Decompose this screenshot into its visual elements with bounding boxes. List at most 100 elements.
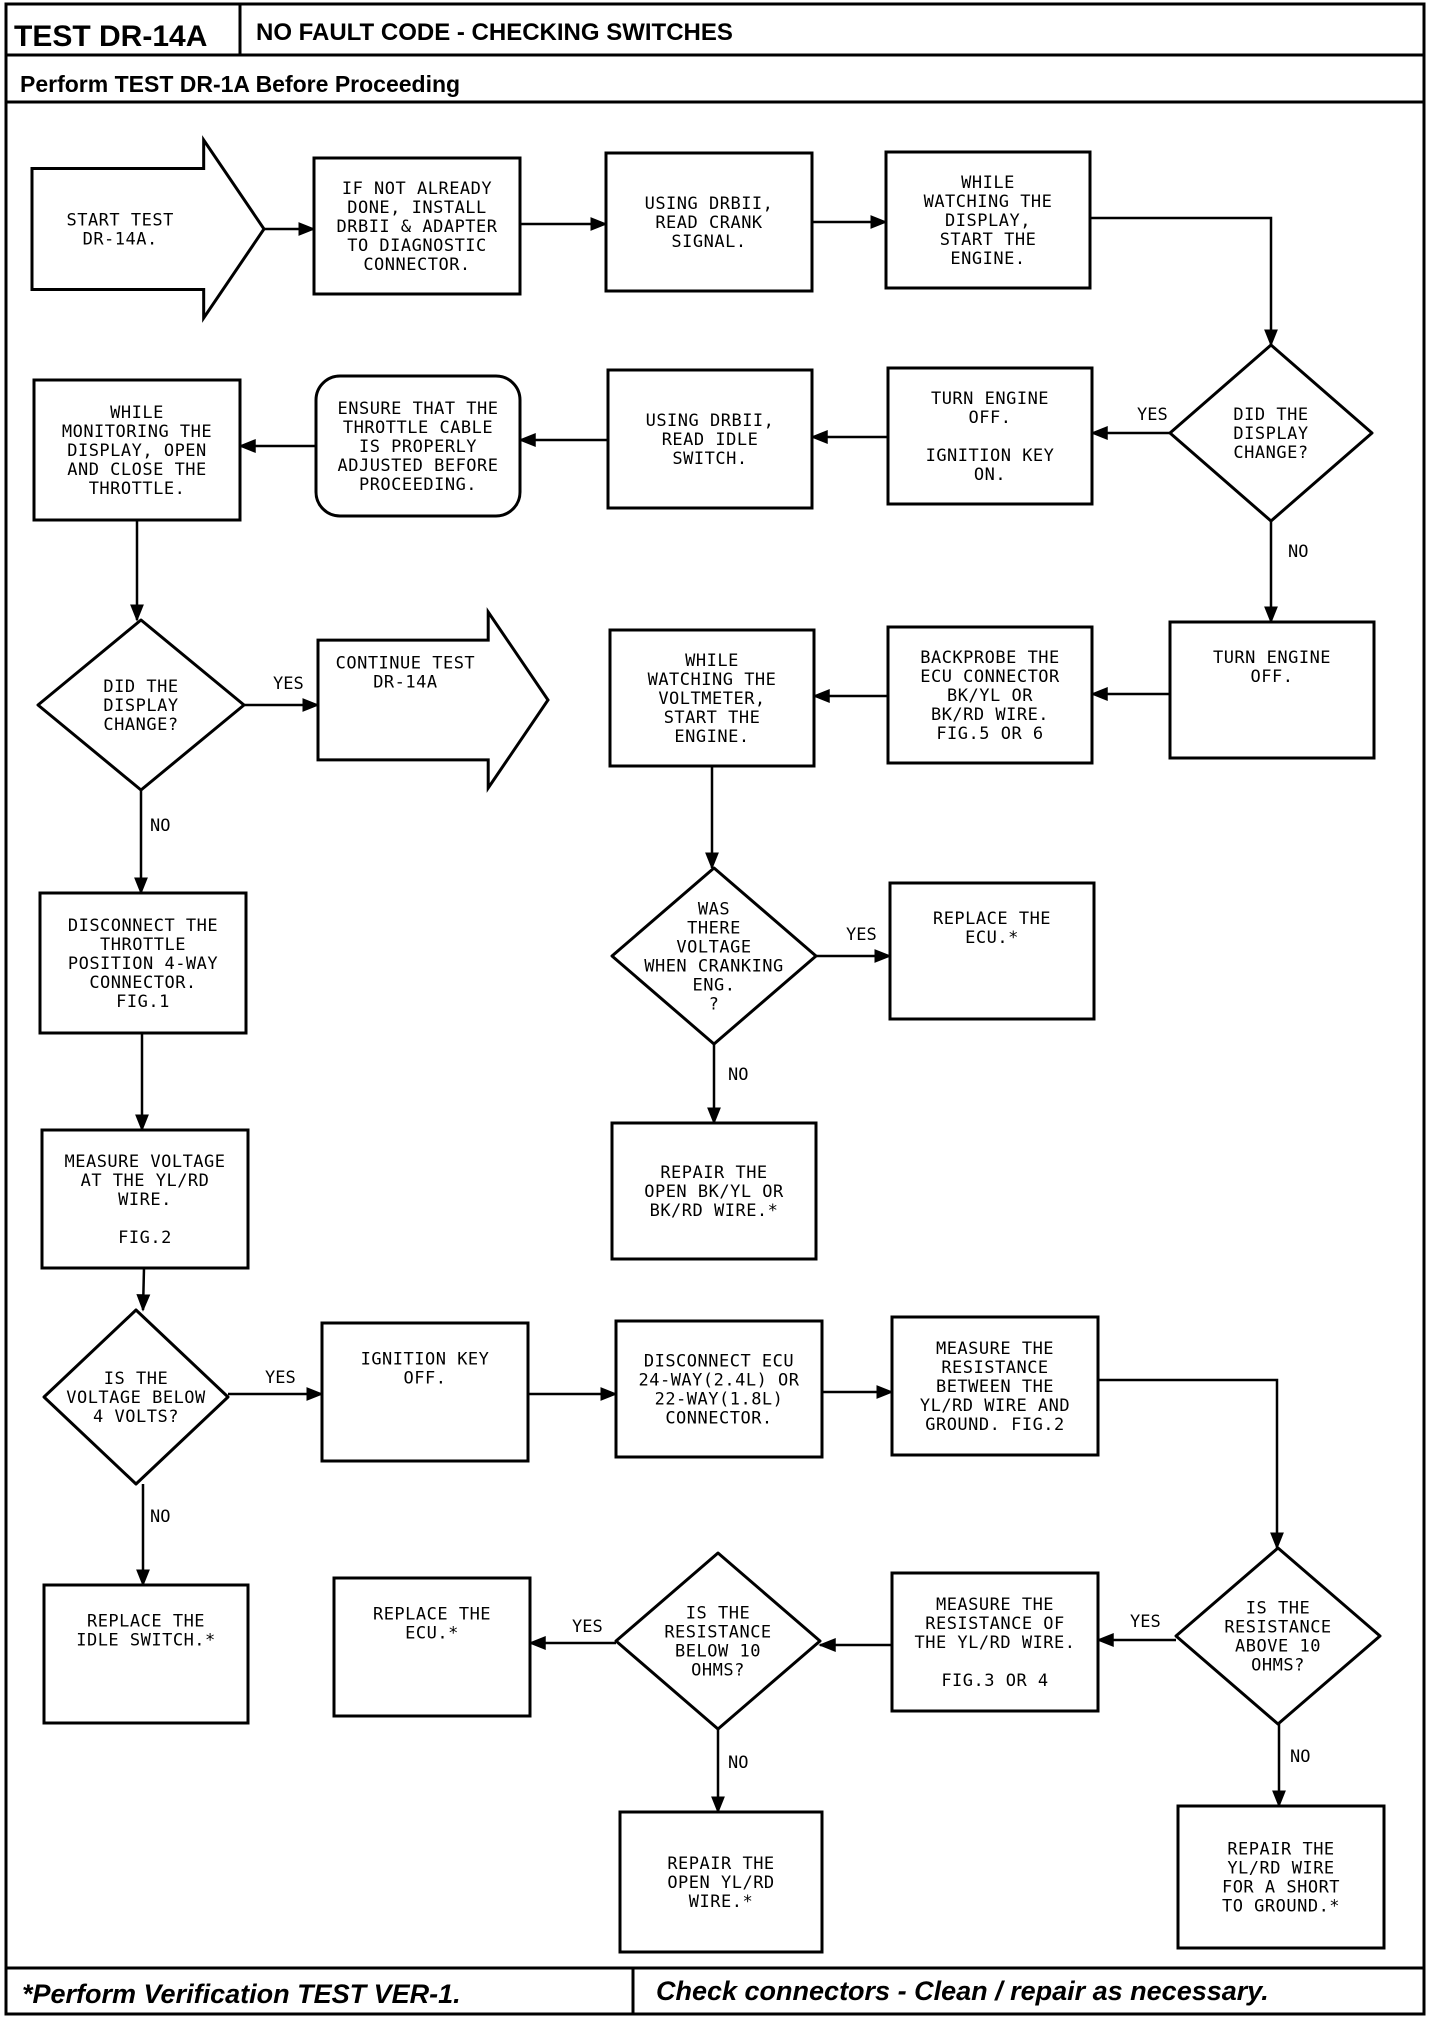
node-text: TO DIAGNOSTIC — [347, 236, 487, 256]
node-text: REPLACE THE — [87, 1611, 205, 1631]
node-text: THROTTLE CABLE — [343, 418, 493, 438]
decision-shape — [42, 1308, 230, 1486]
node-text: IGNITION KEY — [361, 1349, 490, 1369]
node-text: YL/RD WIRE AND — [920, 1396, 1070, 1416]
process-shape — [40, 1128, 250, 1270]
node-text: RESISTANCE — [1224, 1618, 1331, 1638]
node-text: ADJUSTED BEFORE — [337, 456, 498, 476]
node-text: CONNECTOR. — [363, 255, 470, 275]
edge-measure-voltage-to-voltage-below-4 — [136, 1267, 151, 1312]
node-text: FOR A SHORT — [1222, 1878, 1340, 1898]
node-text: READ CRANK — [655, 213, 763, 233]
node-text: READ IDLE — [662, 430, 759, 450]
node-text: CONTINUE TEST — [336, 653, 476, 673]
node-text: SIGNAL. — [671, 232, 746, 252]
page-frame — [4, 2, 1426, 2016]
node-text: IDLE SWITCH.* — [76, 1630, 216, 1650]
node-text: ABOVE 10 — [1235, 1637, 1321, 1657]
no-label: NO — [1288, 542, 1308, 562]
process-shape — [884, 150, 1092, 290]
node-text: RESISTANCE — [941, 1358, 1048, 1378]
edge-start-engine-display-to-display-change-1 — [1090, 216, 1278, 347]
node-text: DISPLAY, OPEN — [67, 441, 207, 461]
node-text: DID THE — [103, 677, 178, 697]
node-text: WHILE — [961, 173, 1015, 193]
decision-shape — [610, 866, 818, 1046]
node-text: THROTTLE. — [89, 479, 186, 499]
node-text: FIG.5 OR 6 — [936, 724, 1043, 744]
node-text: WATCHING THE — [924, 192, 1053, 212]
node-text: FIG.2 — [118, 1228, 172, 1248]
connectors — [130, 215, 1286, 1814]
node-text: IS THE — [104, 1369, 168, 1389]
node-text: ECU.* — [965, 928, 1019, 948]
node-text: IS THE — [686, 1604, 750, 1624]
no-label: NO — [728, 1753, 748, 1773]
node-text: OFF. — [404, 1368, 447, 1388]
node-text: USING DRBII, — [646, 411, 775, 431]
node-text: BETWEEN THE — [936, 1377, 1054, 1397]
process-shape — [1168, 620, 1376, 760]
yes-label: YES — [273, 674, 304, 694]
node-text: VOLTAGE BELOW — [66, 1388, 206, 1408]
verification-note: *Perform Verification TEST VER-1. — [22, 1979, 461, 2009]
node-text: ECU CONNECTOR — [920, 667, 1060, 687]
process-shape — [332, 1576, 532, 1718]
prerequisite-note: Perform TEST DR-1A Before Proceeding — [20, 71, 460, 97]
node-text: ENG. — [693, 976, 736, 996]
node-text: IS THE — [1246, 1599, 1310, 1619]
process-shape — [604, 151, 814, 293]
node-text: MONITORING THE — [62, 422, 212, 442]
node-text: ON. — [974, 465, 1006, 485]
node-text: BACKPROBE THE — [920, 648, 1060, 668]
decision-shape — [36, 618, 246, 792]
node-text: DR-14A. — [83, 230, 158, 250]
node-text: START THE — [664, 708, 761, 728]
node-text: OFF. — [969, 408, 1012, 428]
yes-label: YES — [1130, 1612, 1161, 1632]
arrow-shape — [30, 135, 266, 323]
node-text: REPAIR THE — [667, 1854, 774, 1874]
node-text: WHILE — [110, 403, 164, 423]
node-text: IGNITION KEY — [926, 446, 1055, 466]
node-text: ENSURE THAT THE — [337, 399, 498, 419]
node-text: BK/RD WIRE. — [931, 705, 1049, 725]
node-text: ENGINE. — [674, 727, 749, 747]
node-text: DISCONNECT ECU — [644, 1352, 794, 1372]
node-text: DID THE — [1233, 405, 1308, 425]
node-text: MEASURE THE — [936, 1339, 1054, 1359]
decision-shape — [614, 1551, 822, 1731]
node-text: CHANGE? — [103, 715, 178, 735]
process-shape — [886, 625, 1094, 765]
node-text: OPEN BK/YL OR — [644, 1182, 784, 1202]
no-label: NO — [150, 816, 170, 836]
process-shape — [888, 881, 1096, 1021]
decision-shape — [1168, 343, 1374, 523]
node-text: POSITION 4-WAY — [68, 954, 218, 974]
node-text: OFF. — [1251, 667, 1294, 687]
process-shape — [42, 1583, 250, 1725]
edge-measure-res-ground-to-res-above-10 — [1098, 1378, 1284, 1550]
node-text: AT THE YL/RD — [81, 1171, 210, 1191]
node-text: 22-WAY(1.8L) — [655, 1390, 784, 1410]
node-text: WATCHING THE — [648, 670, 777, 690]
process-shape — [890, 1571, 1100, 1713]
node-text: OPEN YL/RD — [667, 1873, 774, 1893]
node-text: FIG.1 — [116, 992, 170, 1012]
node-text: THROTTLE — [100, 935, 186, 955]
